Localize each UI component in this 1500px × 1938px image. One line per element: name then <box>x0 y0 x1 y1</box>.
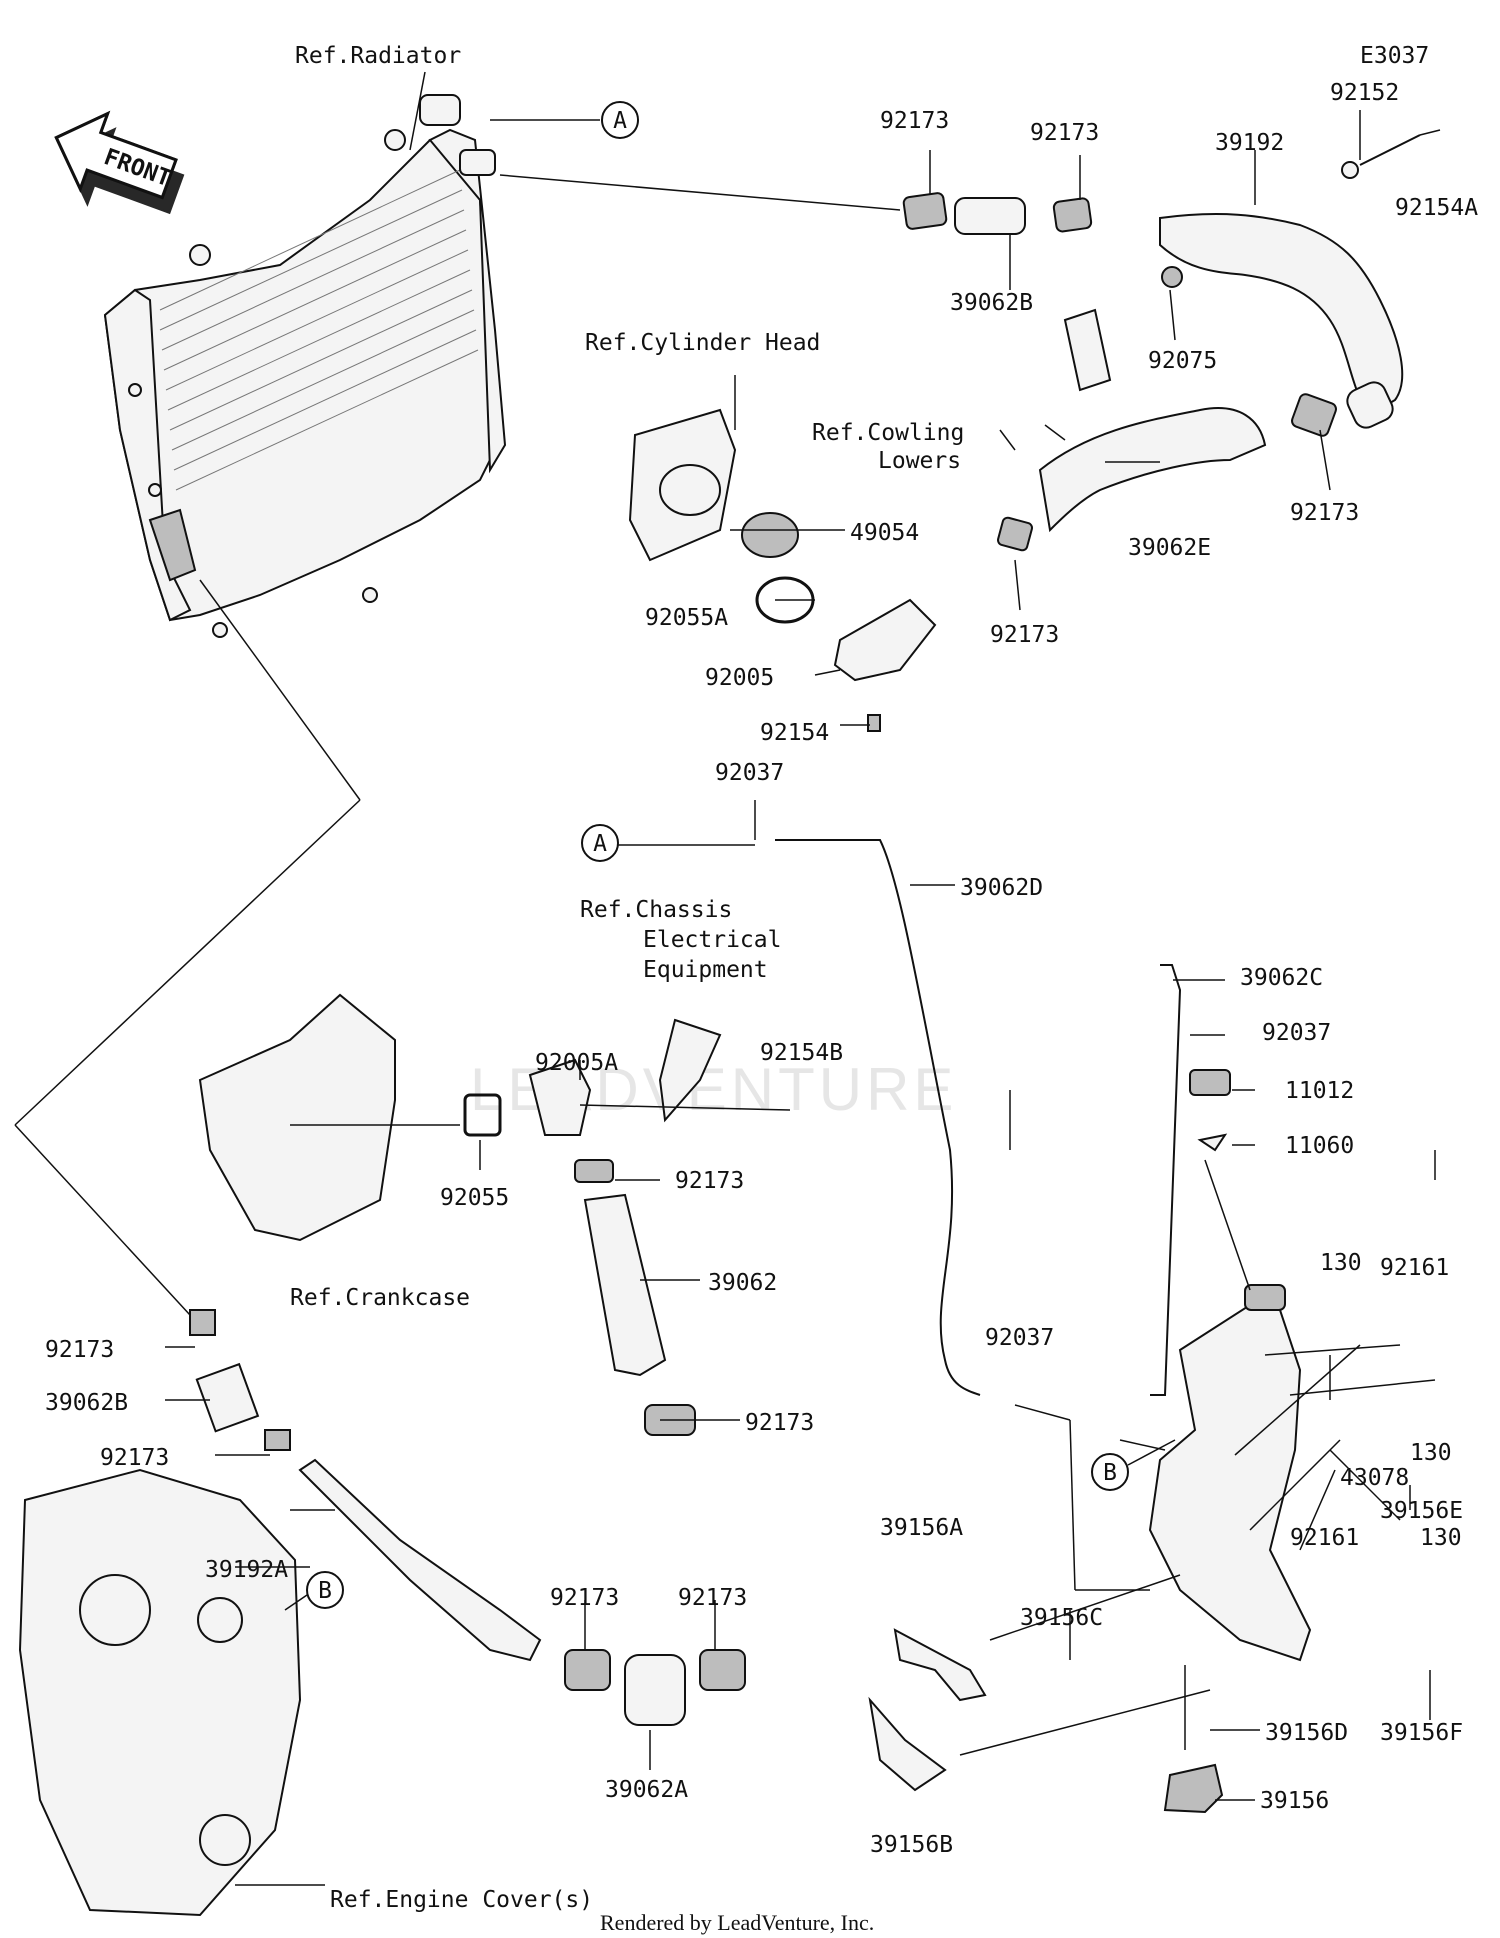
ref-chassis-label-line3: Equipment <box>643 957 768 983</box>
part-number-label: 92037 <box>1262 1020 1331 1046</box>
callout-B-left: B <box>284 1571 344 1611</box>
part-number-label: 11060 <box>1285 1133 1354 1159</box>
part-number-label: 92075 <box>1148 348 1217 374</box>
part-number-label: 130 <box>1410 1440 1452 1466</box>
part-number-label: 39062B <box>950 290 1033 316</box>
ref-crankcase-label: Ref.Crankcase <box>290 1285 470 1311</box>
reservoir-tank-group <box>868 964 1312 1814</box>
svg-text:A: A <box>593 831 607 857</box>
front-arrow-icon: FRONT <box>54 110 185 215</box>
part-number-label: 92161 <box>1380 1255 1449 1281</box>
part-number-label: 39156E <box>1380 1498 1463 1524</box>
part-number-label: 39156A <box>880 1515 963 1541</box>
part-number-label: 92173 <box>1290 500 1359 526</box>
part-number-label: 92005 <box>705 665 774 691</box>
part-number-label: 92173 <box>675 1168 744 1194</box>
part-number-label: 39156D <box>1265 1720 1348 1746</box>
part-number-label: 92055 <box>440 1185 509 1211</box>
part-number-label: 92037 <box>985 1325 1054 1351</box>
svg-text:B: B <box>318 1578 332 1604</box>
upper-hose-group <box>902 134 1421 552</box>
part-number-label: 130 <box>1420 1525 1462 1551</box>
part-number-label: 92154 <box>760 720 829 746</box>
part-number-label: 39062 <box>708 1270 777 1296</box>
part-number-label: 43078 <box>1340 1465 1409 1491</box>
part-number-label: 92037 <box>715 760 784 786</box>
part-number-label: 39062A <box>605 1777 688 1803</box>
part-number-label: 92173 <box>880 108 949 134</box>
radiator-illustration <box>103 94 507 638</box>
part-number-label: 39156F <box>1380 1720 1463 1746</box>
part-number-label: 92173 <box>1030 120 1099 146</box>
ref-cowling-label-line1: Ref.Cowling <box>812 420 964 446</box>
part-number-label: 39062B <box>45 1390 128 1416</box>
ref-chassis-label-line2: Electrical <box>643 927 781 953</box>
callout-B-right: B <box>1091 1439 1176 1491</box>
part-number-label: 49054 <box>850 520 919 546</box>
part-number-label: 39062C <box>1240 965 1323 991</box>
engine-cover-group <box>18 1309 746 1917</box>
svg-text:B: B <box>1103 1460 1117 1486</box>
part-number-label: 92173 <box>678 1585 747 1611</box>
thermostat-group <box>628 408 937 732</box>
part-number-label: 92173 <box>990 622 1059 648</box>
part-number-label: 39156B <box>870 1832 953 1858</box>
ref-chassis-label-line1: Ref.Chassis <box>580 897 732 923</box>
part-number-label: 92173 <box>45 1337 114 1363</box>
part-number-label: 92152 <box>1330 80 1399 106</box>
ref-cowling-label-line2: Lowers <box>878 448 961 474</box>
part-number-label: 92173 <box>100 1445 169 1471</box>
part-number-label: 39062D <box>960 875 1043 901</box>
part-number-label: 39062E <box>1128 535 1211 561</box>
part-number-label: 92173 <box>745 1410 814 1436</box>
diagram-code: E3037 <box>1360 43 1429 69</box>
part-number-label: 11012 <box>1285 1078 1354 1104</box>
part-number-label: 92161 <box>1290 1525 1359 1551</box>
callout-A-lower: A <box>581 824 619 862</box>
part-number-label: 39156C <box>1020 1605 1103 1631</box>
ref-radiator-label: Ref.Radiator <box>295 43 461 69</box>
footer-credit: Rendered by LeadVenture, Inc. <box>600 1910 874 1935</box>
part-number-label: 39192A <box>205 1557 288 1583</box>
callout-A-upper: A <box>601 101 639 139</box>
svg-text:A: A <box>613 108 627 134</box>
part-number-label: 39192 <box>1215 130 1284 156</box>
part-number-label: 39156 <box>1260 1788 1329 1814</box>
ref-cylinder-head-label: Ref.Cylinder Head <box>585 330 820 356</box>
part-number-label: 92055A <box>645 605 728 631</box>
part-number-label: 92173 <box>550 1585 619 1611</box>
part-number-label: 92005A <box>535 1050 618 1076</box>
leader-lines <box>14 71 1441 1886</box>
long-hose-39062D <box>775 839 981 1396</box>
part-number-label: 92154B <box>760 1040 843 1066</box>
part-number-label: 130 <box>1320 1250 1362 1276</box>
part-number-label: 92154A <box>1395 195 1478 221</box>
ref-engine-cover-label: Ref.Engine Cover(s) <box>330 1887 593 1913</box>
